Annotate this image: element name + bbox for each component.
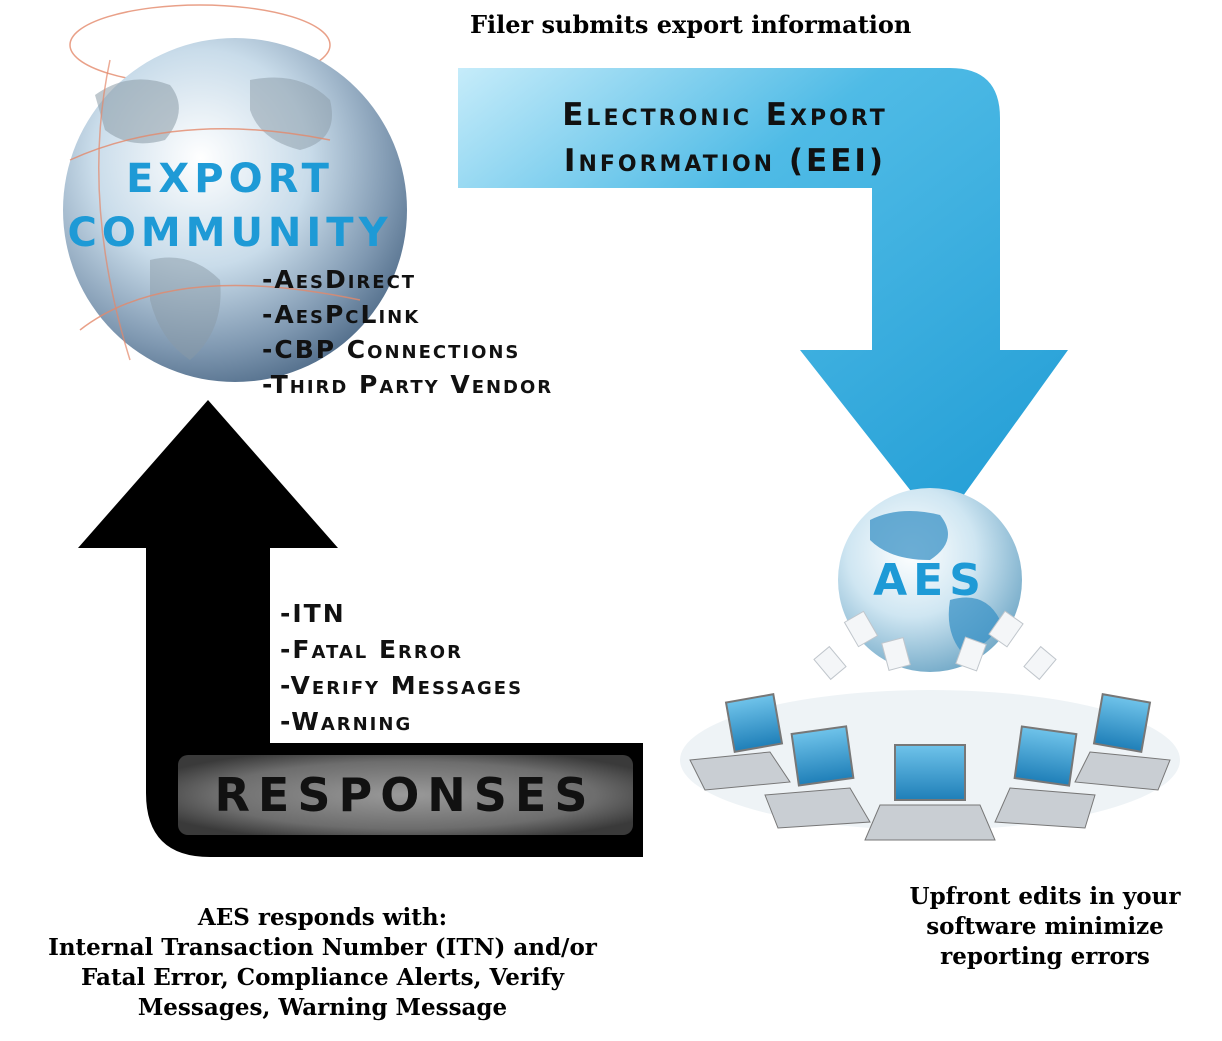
laptop-icon: [864, 744, 996, 841]
export-community-title-line: EXPORT: [126, 156, 334, 202]
laptop-icon: [1074, 693, 1171, 791]
filing-method-item: -AesDirect: [262, 265, 417, 294]
bottom-caption-line: AES responds with:: [197, 904, 448, 931]
laptop-icon: [764, 725, 871, 829]
responses-label: RESPONSES: [214, 768, 596, 822]
response-arrow: [78, 400, 643, 857]
bottom-caption-line: Fatal Error, Compliance Alerts, Verify: [80, 964, 565, 991]
response-item: -ITN: [280, 599, 346, 628]
eei-label-line: Information (EEI): [563, 143, 887, 179]
aes-label: AES: [873, 555, 987, 606]
eei-label: Electronic Export Information (EEI): [470, 92, 980, 184]
filing-method-item: -AesPcLink: [262, 300, 421, 329]
aes-caption-line: Upfront edits in your: [909, 883, 1181, 910]
filing-method-item: -Third Party Vendor: [262, 370, 554, 399]
laptop-icon: [994, 725, 1096, 829]
top-caption: Filer submits export information: [470, 10, 912, 39]
filing-method-item: -CBP Connections: [262, 335, 521, 364]
aes-caption-line: reporting errors: [940, 943, 1150, 970]
bottom-caption: AES responds with: Internal Transaction …: [0, 903, 645, 1023]
filing-methods-list: -AesDirect -AesPcLink -CBP Connections -…: [262, 262, 553, 402]
bottom-caption-line: Messages, Warning Message: [137, 994, 508, 1021]
export-community-title-line: COMMUNITY: [67, 210, 393, 256]
aes-caption-line: software minimize: [926, 913, 1164, 940]
aes-caption: Upfront edits in your software minimize …: [880, 882, 1210, 972]
bottom-caption-line: Internal Transaction Number (ITN) and/or: [48, 934, 597, 961]
eei-arrow: [458, 68, 1068, 528]
responses-list: -ITN -Fatal Error -Verify Messages -Warn…: [280, 596, 523, 740]
response-item: -Fatal Error: [280, 635, 463, 664]
laptop-icon: [689, 693, 791, 791]
aes-network-illustration: [680, 488, 1180, 841]
response-item: -Warning: [280, 707, 413, 736]
export-community-title: EXPORT COMMUNITY: [30, 152, 430, 260]
eei-label-line: Electronic Export: [562, 97, 888, 133]
response-item: -Verify Messages: [280, 671, 524, 700]
export-community-globe: [63, 4, 407, 382]
